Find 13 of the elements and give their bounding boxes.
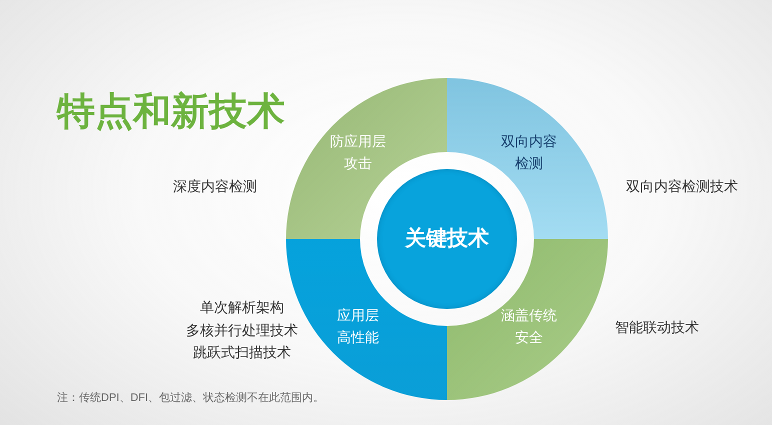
side-label: 多核并行处理技术	[186, 321, 298, 339]
segment-label: 双向内容检测	[500, 132, 558, 173]
footnote: 注：传统DPI、DFI、包过滤、状态检测不在此范围内。	[57, 391, 324, 405]
side-label: 深度内容检测	[173, 177, 257, 195]
side-label: 单次解析架构	[200, 298, 284, 316]
side-label: 智能联动技术	[615, 318, 699, 336]
segment-label: 应用层高性能	[336, 306, 380, 347]
center-label: 关键技术	[405, 226, 489, 252]
side-label: 双向内容检测技术	[626, 177, 738, 195]
side-label: 跳跃式扫描技术	[193, 343, 291, 361]
title: 特点和新技术	[57, 90, 285, 134]
segment-label: 防应用层攻击	[329, 132, 387, 173]
segment-label: 涵盖传统安全	[500, 306, 558, 347]
